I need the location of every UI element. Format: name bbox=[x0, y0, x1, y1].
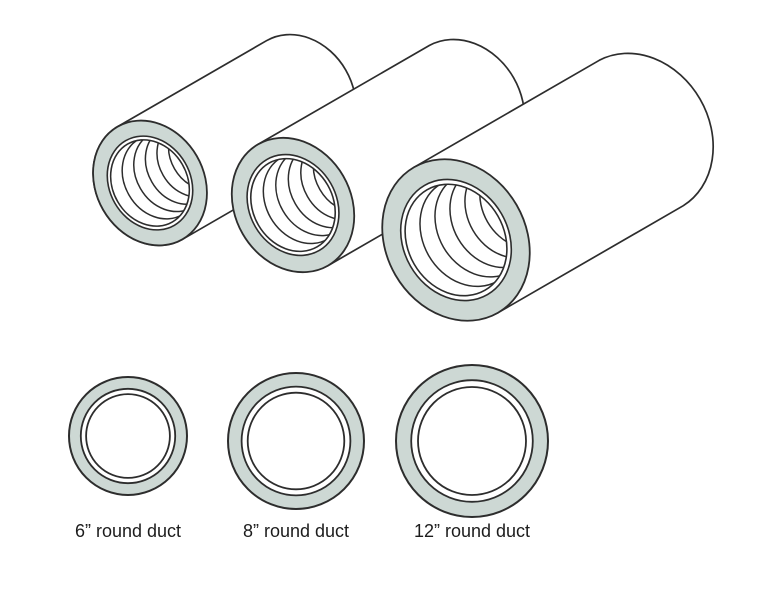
duct-front-8in: 8” round duct bbox=[227, 372, 365, 541]
duct-rim-inner2 bbox=[404, 183, 508, 297]
duct-3d-12in bbox=[381, 52, 715, 322]
label-8in: 8” round duct bbox=[243, 521, 349, 541]
ring-inner bbox=[246, 391, 346, 491]
label-12in: 12” round duct bbox=[414, 521, 530, 541]
label-6in: 6” round duct bbox=[75, 521, 181, 541]
duct-rim-inner2 bbox=[109, 139, 191, 227]
duct-rim-inner2 bbox=[249, 157, 337, 253]
duct-front-12in: 12” round duct bbox=[395, 364, 549, 541]
ring-inner bbox=[417, 386, 527, 496]
duct-front-6in: 6” round duct bbox=[68, 376, 188, 541]
ring-inner bbox=[85, 393, 171, 479]
duct-3d-6in bbox=[92, 33, 357, 247]
duct-3d-8in bbox=[230, 38, 526, 274]
